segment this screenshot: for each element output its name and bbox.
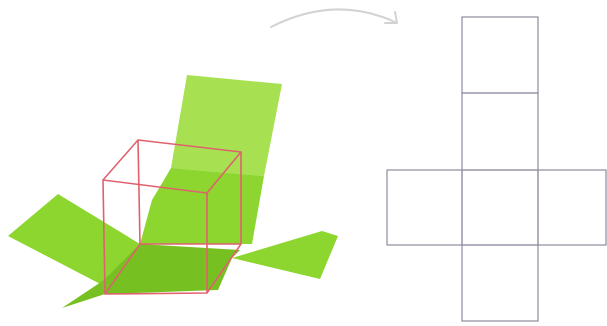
right-flap <box>232 231 338 279</box>
back-face-upper <box>171 75 282 176</box>
cube-edge-tl <box>102 139 139 181</box>
net-square-top <box>461 16 539 94</box>
back-face-lower <box>140 168 264 244</box>
net-square-bottom <box>461 244 539 322</box>
net-square-right <box>537 169 607 246</box>
transform-arrow <box>270 8 398 28</box>
cube-edge-tr <box>206 151 242 194</box>
cube-edge-bl <box>104 243 141 295</box>
cube-edge-br <box>206 243 242 294</box>
unfolding-cube <box>8 75 338 308</box>
wire-cube <box>102 139 242 295</box>
arrow-head <box>384 11 398 24</box>
net-square-left <box>386 169 463 246</box>
cube-net <box>386 16 607 322</box>
arrow-curve <box>270 8 398 28</box>
net-square-upper-middle <box>461 92 539 171</box>
net-square-center <box>461 169 539 246</box>
left-flap <box>8 194 140 288</box>
